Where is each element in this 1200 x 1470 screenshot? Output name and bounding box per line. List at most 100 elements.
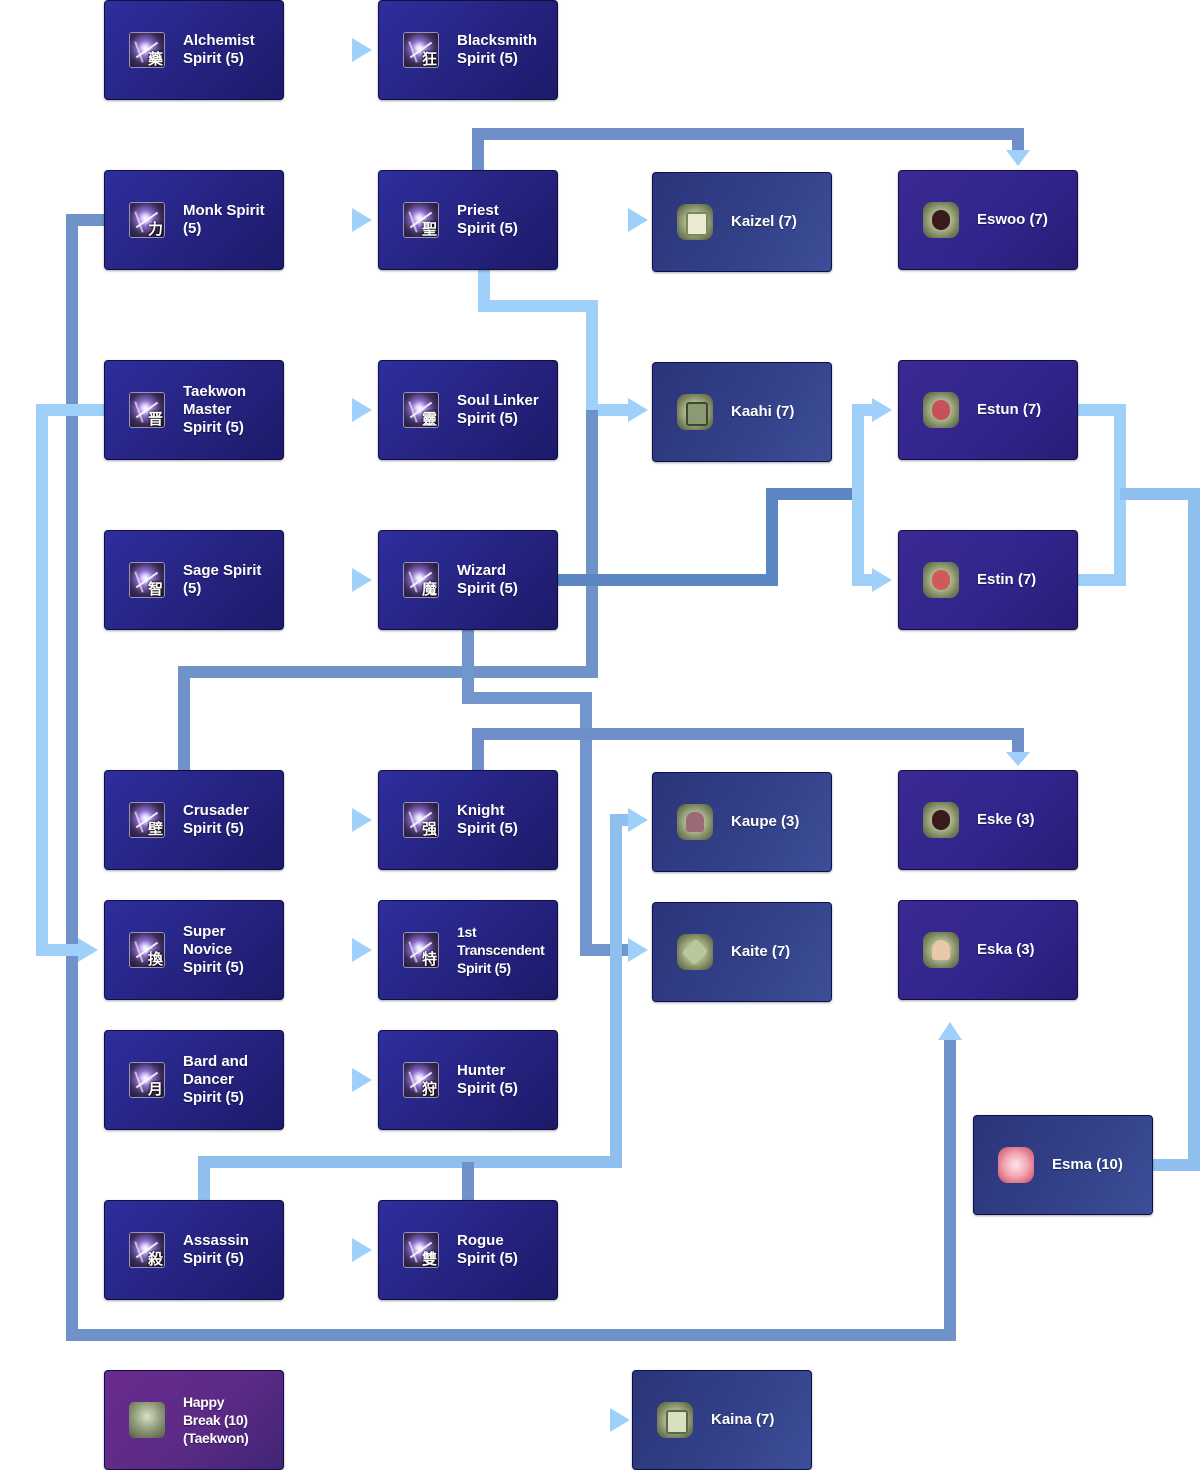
skill-stone-icon bbox=[923, 932, 959, 968]
connector-crusader-priest-route bbox=[178, 410, 598, 770]
spirit-spark-icon: 藥 bbox=[129, 32, 165, 68]
skill-stone-icon bbox=[677, 934, 713, 970]
skill-stone-icon bbox=[657, 1402, 693, 1438]
spirit-spark-icon: 晋 bbox=[129, 392, 165, 428]
skill-stone-icon bbox=[677, 804, 713, 840]
connector-assassin-kaupe bbox=[198, 814, 628, 1200]
arrowhead-rogue bbox=[352, 1238, 372, 1262]
connector-estun-esma bbox=[1078, 404, 1126, 586]
connector-priest-kaahi bbox=[478, 270, 628, 416]
esma-pink-icon bbox=[998, 1147, 1034, 1183]
connector-estun-esma-out bbox=[1120, 488, 1200, 1171]
node-kaizel[interactable]: Kaizel (7) bbox=[652, 172, 832, 272]
connector-monk-eska bbox=[66, 214, 956, 1341]
arrowhead-eske bbox=[1006, 752, 1030, 766]
node-kaite[interactable]: Kaite (7) bbox=[652, 902, 832, 1002]
node-label: Estun (7) bbox=[977, 401, 1042, 418]
connector-branch-estun bbox=[852, 404, 872, 494]
arrowhead-estun bbox=[872, 398, 892, 422]
connector-priest-eswoo bbox=[472, 128, 1024, 170]
arrowhead-kaupe bbox=[628, 808, 648, 832]
arrowhead-kaina bbox=[610, 1408, 630, 1432]
node-label: Estin (7) bbox=[977, 571, 1037, 588]
node-monk-spirit[interactable]: 力 Monk Spirit(5) bbox=[104, 170, 284, 270]
node-eska[interactable]: Eska (3) bbox=[898, 900, 1078, 1000]
connector-knight-eske bbox=[472, 728, 1024, 770]
node-kaupe[interactable]: Kaupe (3) bbox=[652, 772, 832, 872]
node-label: Sage Spirit(5) bbox=[183, 562, 262, 597]
node-label: Esma (10) bbox=[1052, 1156, 1123, 1173]
connector-wizard-kaite bbox=[462, 630, 628, 956]
arrowhead-transcendent bbox=[352, 938, 372, 962]
spirit-spark-icon: 特 bbox=[403, 932, 439, 968]
node-label: Kaina (7) bbox=[711, 1411, 775, 1428]
node-eswoo[interactable]: Eswoo (7) bbox=[898, 170, 1078, 270]
node-label: Kaizel (7) bbox=[731, 213, 797, 230]
arrowhead-eska bbox=[938, 1022, 962, 1040]
node-esma[interactable]: Esma (10) bbox=[973, 1115, 1153, 1215]
spirit-spark-icon: 雙 bbox=[403, 1232, 439, 1268]
node-label: Eske (3) bbox=[977, 811, 1035, 828]
spirit-spark-icon: 智 bbox=[129, 562, 165, 598]
node-kaahi[interactable]: Kaahi (7) bbox=[652, 362, 832, 462]
skill-stone-icon bbox=[923, 562, 959, 598]
spirit-spark-icon: 壁 bbox=[129, 802, 165, 838]
skill-stone-icon bbox=[677, 394, 713, 430]
skill-stone-icon bbox=[923, 202, 959, 238]
spirit-spark-icon: 換 bbox=[129, 932, 165, 968]
arrowhead-soullinker bbox=[352, 398, 372, 422]
spirit-spark-icon: 聖 bbox=[403, 202, 439, 238]
arrowhead-kaite bbox=[628, 938, 648, 962]
spirit-spark-icon: 力 bbox=[129, 202, 165, 238]
connector-branch-estin bbox=[852, 494, 872, 586]
node-eske[interactable]: Eske (3) bbox=[898, 770, 1078, 870]
node-estun[interactable]: Estun (7) bbox=[898, 360, 1078, 460]
node-label: Eswoo (7) bbox=[977, 211, 1048, 228]
arrowhead-hunter bbox=[352, 1068, 372, 1092]
node-label: Kaite (7) bbox=[731, 943, 791, 960]
arrowhead-eswoo bbox=[1006, 150, 1030, 166]
connector-wizard-estun-estin bbox=[558, 488, 858, 586]
node-kaina[interactable]: Kaina (7) bbox=[632, 1370, 812, 1470]
node-estin[interactable]: Estin (7) bbox=[898, 530, 1078, 630]
skill-stone-icon bbox=[923, 392, 959, 428]
node-label: Kaahi (7) bbox=[731, 403, 795, 420]
arrowhead-estin bbox=[872, 568, 892, 592]
connector-taekwon-supernovice bbox=[36, 404, 104, 956]
skill-stone-icon bbox=[923, 802, 959, 838]
happy-break-icon bbox=[129, 1402, 165, 1438]
spirit-spark-icon: 靈 bbox=[403, 392, 439, 428]
spirit-spark-icon: 狂 bbox=[403, 32, 439, 68]
node-sage-spirit[interactable]: 智 Sage Spirit(5) bbox=[104, 530, 284, 630]
spirit-spark-icon: 狩 bbox=[403, 1062, 439, 1098]
arrowhead-blacksmith bbox=[352, 38, 372, 62]
